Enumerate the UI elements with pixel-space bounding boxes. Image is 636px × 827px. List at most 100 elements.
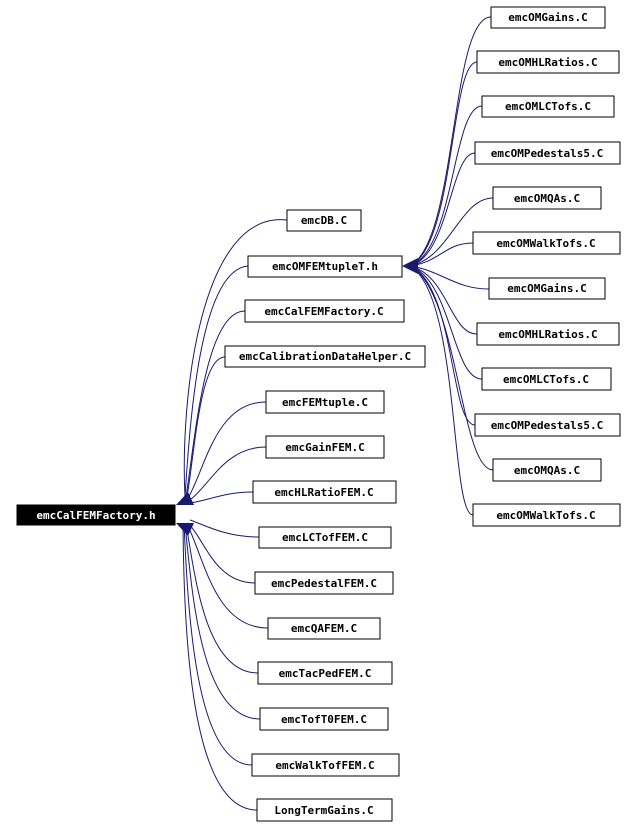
node-emcomhlratios-2[interactable]: emcOMHLRatios.C <box>476 322 620 346</box>
node-emcompedestals5-2[interactable]: emcOMPedestals5.C <box>474 413 621 437</box>
node-emcdb[interactable]: emcDB.C <box>286 209 362 232</box>
node-label: emcOMHLRatios.C <box>498 328 597 341</box>
node-label: emcGainFEM.C <box>285 441 364 454</box>
node-emcomfemtuplet-h[interactable]: emcOMFEMtupleT.h <box>247 255 403 278</box>
node-box <box>474 141 621 165</box>
edge-walktoffem-to-root <box>183 523 253 766</box>
node-box <box>492 186 602 210</box>
node-label: emcDB.C <box>301 214 347 227</box>
hub-edges <box>409 16 494 516</box>
root-arrowheads <box>176 492 194 536</box>
node-label: emcOMQAs.C <box>514 464 580 477</box>
node-emcpedestalfem[interactable]: emcPedestalFEM.C <box>254 571 394 595</box>
edge-qafem-to-root <box>186 523 269 629</box>
node-box <box>474 413 621 437</box>
node-emcomgains-1[interactable]: emcOMGains.C <box>490 6 606 29</box>
edge-calfemfactory-c-to-root <box>185 310 246 498</box>
node-label: emcOMFEMtupleT.h <box>272 260 378 273</box>
node-label: emcOMPedestals5.C <box>491 419 604 432</box>
node-box <box>254 571 394 595</box>
edge-omfemtuplet-to-root <box>184 265 249 498</box>
node-emcomqas-2[interactable]: emcOMQAs.C <box>492 458 602 482</box>
node-box <box>481 367 612 391</box>
node-box <box>492 458 602 482</box>
edge-tacpedfem-to-root <box>185 523 259 674</box>
node-emcomlctofs-2[interactable]: emcOMLCTofs.C <box>481 367 612 391</box>
node-label: emcOMWalkTofs.C <box>496 509 595 522</box>
edge-pedestalfem-to-root <box>187 522 256 584</box>
node-label: emcOMLCTofs.C <box>505 100 591 113</box>
edge-omhlratios-2-to-hub <box>409 265 478 335</box>
node-root-box <box>16 504 176 526</box>
node-box <box>258 526 392 549</box>
node-emcomgains-2[interactable]: emcOMGains.C <box>488 277 606 300</box>
node-root-label: emcCalFEMFactory.h <box>36 509 155 522</box>
node-label: emcPedestalFEM.C <box>271 577 377 590</box>
node-emcomqas-1[interactable]: emcOMQAs.C <box>492 186 602 210</box>
root-arrowhead-bottom <box>176 523 194 536</box>
edge-ompedestals5-1-to-hub <box>409 152 476 267</box>
edge-omlctofs-2-to-hub <box>409 265 483 380</box>
node-emctacpedfem[interactable]: emcTacPedFEM.C <box>257 661 393 685</box>
edge-omqas-2-to-hub <box>409 265 494 471</box>
edge-calibdatahelper-to-root <box>186 356 226 498</box>
node-box <box>251 753 400 777</box>
node-label: emcOMLCTofs.C <box>503 373 589 386</box>
edge-lctoffem-to-root <box>189 519 260 538</box>
edge-omqas-1-to-hub <box>409 197 494 267</box>
edge-longtermgains-to-root <box>182 523 258 811</box>
node-label: emcWalkTofFEM.C <box>275 759 374 772</box>
node-box <box>257 661 393 685</box>
node-emcfemtuple[interactable]: emcFEMtuple.C <box>265 390 385 414</box>
node-box <box>476 322 620 346</box>
node-box <box>481 95 615 118</box>
node-emcgainfem[interactable]: emcGainFEM.C <box>265 435 385 459</box>
node-label: emcFEMtuple.C <box>282 396 368 409</box>
edge-omhlratios-1-to-hub <box>409 61 478 267</box>
node-label: emcLCTofFEM.C <box>282 531 368 544</box>
edge-hlratiofem-to-root <box>189 491 254 504</box>
node-label: emcTofT0FEM.C <box>281 713 367 726</box>
node-emcwalktoffem[interactable]: emcWalkTofFEM.C <box>251 753 400 777</box>
node-box <box>490 6 606 29</box>
node-emcomwalktofs-2[interactable]: emcOMWalkTofs.C <box>472 503 621 527</box>
node-label: emcTacPedFEM.C <box>279 667 372 680</box>
node-emclctoffem[interactable]: emcLCTofFEM.C <box>258 526 392 549</box>
node-emchlratiofem[interactable]: emcHLRatioFEM.C <box>252 480 397 504</box>
edge-omlctofs-1-to-hub <box>409 105 483 267</box>
node-box <box>259 707 389 731</box>
edge-gainfem-to-root <box>189 446 267 501</box>
node-box <box>267 617 381 640</box>
node-emccalfemfactory-c[interactable]: emcCalFEMFactory.C <box>244 299 405 323</box>
node-label: emcOMPedestals5.C <box>491 147 604 160</box>
node-label: emcCalibrationDataHelper.C <box>239 350 411 363</box>
node-emctoft0fem[interactable]: emcTofT0FEM.C <box>259 707 389 731</box>
hub-arrowhead <box>402 258 418 274</box>
node-label: emcQAFEM.C <box>291 622 357 635</box>
node-box <box>224 345 426 368</box>
node-emcompedestals5-1[interactable]: emcOMPedestals5.C <box>474 141 621 165</box>
edge-omgains-2-to-hub <box>409 265 490 290</box>
node-label: emcHLRatioFEM.C <box>274 486 373 499</box>
node-box <box>256 798 393 822</box>
root-arrowhead-top <box>176 492 194 505</box>
node-label: emcOMHLRatios.C <box>498 56 597 69</box>
edge-toft0fem-to-root <box>184 523 261 720</box>
node-box <box>252 480 397 504</box>
node-emccalibrationdatahelper[interactable]: emcCalibrationDataHelper.C <box>224 345 426 368</box>
node-box <box>472 503 621 527</box>
node-box <box>286 209 362 232</box>
node-emcqafem[interactable]: emcQAFEM.C <box>267 617 381 640</box>
node-emcomwalktofs-1[interactable]: emcOMWalkTofs.C <box>472 231 621 255</box>
node-longtermgains[interactable]: LongTermGains.C <box>256 798 393 822</box>
node-label: emcOMGains.C <box>507 282 586 295</box>
node-emcomlctofs-1[interactable]: emcOMLCTofs.C <box>481 95 615 118</box>
node-emcomhlratios-1[interactable]: emcOMHLRatios.C <box>476 50 620 74</box>
node-box <box>265 390 385 414</box>
node-root[interactable]: emcCalFEMFactory.h <box>16 504 176 526</box>
node-box <box>247 255 403 278</box>
node-box <box>244 299 405 323</box>
edge-femtuple-to-root <box>187 401 267 499</box>
node-label: emcOMWalkTofs.C <box>496 237 595 250</box>
